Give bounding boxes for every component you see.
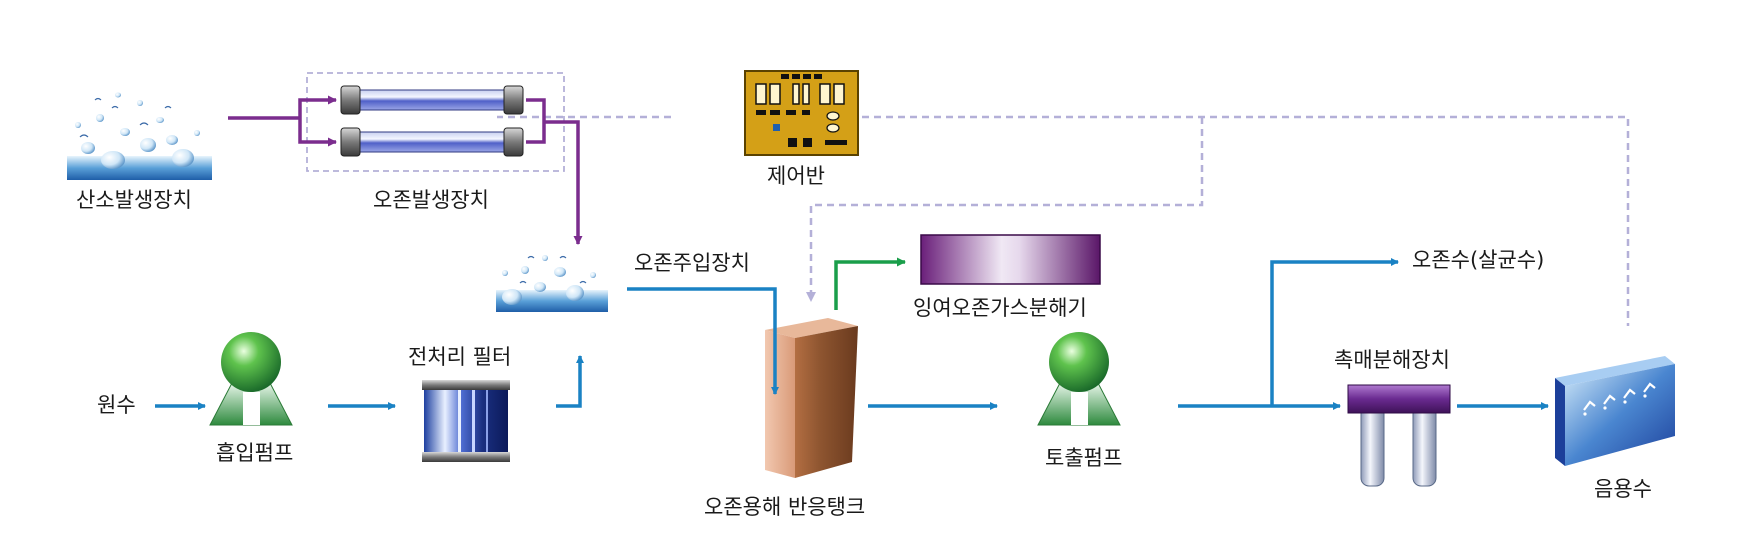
water-flow — [155, 258, 1549, 410]
control-panel-graphic — [744, 70, 859, 156]
pretreatment-filter-graphic — [422, 380, 510, 462]
discharge-pump-label: 토출펌프 — [1045, 446, 1123, 470]
catalytic-decomposer-graphic — [1347, 384, 1451, 487]
oxygen-generator-graphic — [67, 92, 212, 180]
control-panel-label: 제어반 — [767, 164, 825, 188]
raw-water-label: 원수 — [97, 393, 136, 417]
drinking-water-label: 음용수 — [1594, 477, 1652, 501]
oxygen-generator-label: 산소발생장치 — [76, 188, 192, 212]
reaction-tank-label: 오존용해 반응탱크 — [704, 495, 866, 519]
ozone-injector-graphic — [496, 255, 608, 312]
residual-ozone-decomposer-label: 잉여오존가스분해기 — [913, 296, 1087, 320]
ozone-generator-tubes — [340, 85, 524, 157]
signal-line-to-drinking-water — [778, 115, 1630, 326]
intake-pump-label: 흡입펌프 — [216, 441, 294, 465]
catalytic-decomposer-label: 촉매분해장치 — [1334, 348, 1450, 372]
residual-ozone-decomposer-graphic — [920, 234, 1101, 285]
exhaust-flow-arrow — [834, 257, 906, 310]
ozone-generator-label: 오존발생장치 — [373, 188, 489, 212]
drinking-water-graphic — [1555, 356, 1675, 466]
ozone-injector-label: 오존주입장치 — [634, 251, 750, 275]
control-signal-lines — [497, 115, 1630, 326]
intake-pump-graphic — [209, 332, 293, 426]
pretreatment-filter-label: 전처리 필터 — [408, 345, 512, 369]
discharge-pump-graphic — [1037, 332, 1121, 426]
reaction-tank-graphic — [765, 318, 858, 478]
ozonated-water-output-label: 오존수(살균수) — [1412, 248, 1545, 272]
ozone-gas-flow — [228, 95, 583, 245]
